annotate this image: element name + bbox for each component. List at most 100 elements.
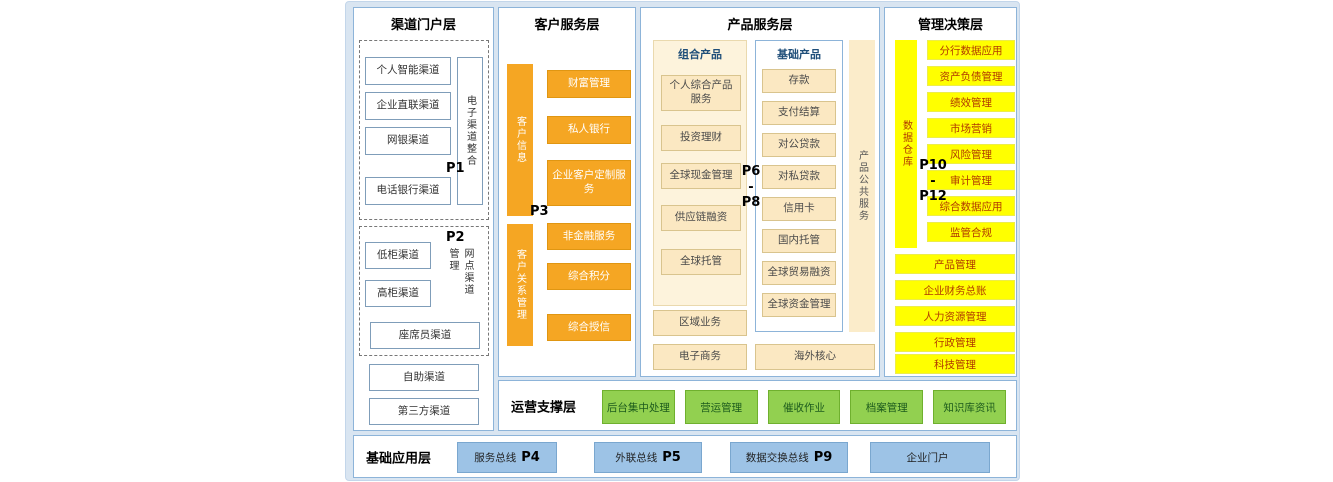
customer-service-item: 综合积分 [547, 263, 631, 290]
p2-label: P2 [446, 230, 465, 245]
channel-item: 自助渠道 [369, 364, 479, 391]
channel-item: 电话银行渠道 [365, 177, 451, 205]
mgmt-app-item: 企业财务总账 [895, 280, 1015, 300]
basic-product-item: 信用卡 [762, 197, 836, 221]
layer-basic-application: 基础应用层 服务总线 P4 外联总线 P5 数据交换总线 P9 企业门户 [353, 435, 1017, 478]
basic-product-item: 对私贷款 [762, 165, 836, 189]
customer-info-label: 客户信息 [514, 116, 526, 164]
data-app-item: 资产负债管理 [927, 66, 1015, 86]
layer-customer-service: 客户服务层 客户信息 财富管理 私人银行 企业客户定制服务 P3 客户关系管理 … [498, 7, 636, 377]
mgmt-app-item: 行政管理 [895, 332, 1015, 352]
operation-item: 档案管理 [850, 390, 924, 424]
basic-products-title: 基础产品 [777, 48, 821, 61]
channel-item: 高柜渠道 [365, 280, 431, 307]
p6-p8-label: P6 - P8 [739, 164, 763, 211]
operation-layer-title: 运营支撑层 [511, 400, 577, 415]
data-app-item: 监管合规 [927, 222, 1015, 242]
data-app-item: 绩效管理 [927, 92, 1015, 112]
mgmt-app-item: 科技管理 [895, 354, 1015, 374]
product-bottom-item: 电子商务 [653, 344, 747, 370]
p6-label: P6 [741, 164, 761, 179]
basic-product-item: 支付结算 [762, 101, 836, 125]
bus-item: 服务总线 P4 [457, 442, 557, 473]
branch-side-label: 网点渠道管理 [447, 248, 473, 296]
channel-item: 企业直联渠道 [365, 92, 451, 120]
bus-label: 服务总线 [474, 452, 517, 464]
p10-p12-label: P10 - P12 [917, 158, 949, 205]
data-app-item: 分行数据应用 [927, 40, 1015, 60]
data-app-item: 市场营销 [927, 118, 1015, 138]
operation-items-row: 后台集中处理 营运管理 催收作业 档案管理 知识库资讯 [602, 390, 1006, 424]
channel-side-label: 电子渠道整合 [464, 95, 476, 167]
p12-label: P12 [919, 189, 947, 205]
customer-service-item: 综合授信 [547, 314, 631, 341]
customer-service-item: 私人银行 [547, 116, 631, 144]
bus-label: 数据交换总线 [745, 452, 809, 464]
channel-item: 个人智能渠道 [365, 57, 451, 85]
channel-side-bar: 电子渠道整合 [457, 57, 483, 205]
basic-product-item: 全球贸易融资 [762, 261, 836, 285]
p-range-separator: - [748, 179, 754, 195]
combo-product-item: 全球现金管理 [661, 163, 741, 189]
channel-item: 网银渠道 [365, 127, 451, 155]
combo-product-item: 投资理财 [661, 125, 741, 151]
bus-label: 企业门户 [906, 452, 949, 464]
layer-channel-portal: 渠道门户层 个人智能渠道 企业直联渠道 网银渠道 电话银行渠道 电子渠道整合 P… [353, 7, 494, 431]
channel-item: 座席员渠道 [370, 322, 480, 349]
customer-info-bar: 客户信息 [507, 64, 533, 216]
data-warehouse-bar: 数据仓库 [895, 40, 917, 248]
operation-item: 后台集中处理 [602, 390, 675, 424]
branch-side-bar: 网点渠道管理 [436, 245, 484, 307]
data-app-item: 综合数据应用 [927, 196, 1015, 216]
layer-product-service: 产品服务层 组合产品 个人综合产品服务 投资理财 全球现金管理 供应链融资 全球… [640, 7, 880, 377]
customer-service-item: 财富管理 [547, 70, 631, 98]
p5-label: P5 [662, 450, 681, 465]
basic-products-panel: 基础产品 存款 支付结算 对公贷款 对私贷款 信用卡 国内托管 全球贸易融资 全… [755, 40, 843, 332]
channel-branch-group: P2 低柜渠道 高柜渠道 网点渠道管理 座席员渠道 [359, 226, 489, 356]
data-app-item: 审计管理 [927, 170, 1015, 190]
combo-product-item: 全球托管 [661, 249, 741, 275]
p1-label: P1 [446, 161, 465, 176]
layer-management-decision: 管理决策层 数据仓库 P10 - P12 分行数据应用 资产负债管理 绩效管理 … [884, 7, 1017, 377]
channel-item: 第三方渠道 [369, 398, 479, 425]
product-public-label: 产品公共服务 [856, 150, 868, 222]
p10-label: P10 [919, 158, 947, 173]
management-layer-title: 管理决策层 [917, 18, 983, 33]
bus-item: 数据交换总线 P9 [730, 442, 848, 473]
product-public-bar: 产品公共服务 [849, 40, 875, 332]
bus-item: 外联总线 P5 [594, 442, 702, 473]
customer-layer-title: 客户服务层 [534, 18, 600, 33]
combo-products-panel: 组合产品 个人综合产品服务 投资理财 全球现金管理 供应链融资 全球托管 [653, 40, 747, 306]
customer-crm-bar: 客户关系管理 [507, 224, 533, 346]
customer-crm-label: 客户关系管理 [514, 249, 526, 321]
basic-product-item: 对公贷款 [762, 133, 836, 157]
foundation-layer-title: 基础应用层 [366, 451, 432, 466]
data-warehouse-label: 数据仓库 [900, 120, 912, 168]
basic-product-item: 存款 [762, 69, 836, 93]
channel-item: 低柜渠道 [365, 242, 431, 269]
mgmt-app-item: 人力资源管理 [895, 306, 1015, 326]
data-app-item: 风险管理 [927, 144, 1015, 164]
p4-label: P4 [521, 450, 540, 465]
mgmt-app-item: 产品管理 [895, 254, 1015, 274]
p9-label: P9 [813, 450, 833, 465]
basic-product-item: 全球资金管理 [762, 293, 836, 317]
bus-label: 外联总线 [615, 452, 658, 464]
p8-label: P8 [741, 195, 761, 211]
channel-electronic-group: 个人智能渠道 企业直联渠道 网银渠道 电话银行渠道 电子渠道整合 P1 [359, 40, 489, 220]
overseas-core-item: 海外核心 [755, 344, 875, 370]
operation-item: 催收作业 [767, 390, 841, 424]
layer-operation-support: 运营支撑层 后台集中处理 营运管理 催收作业 档案管理 知识库资讯 [498, 380, 1017, 431]
p-range-separator: - [930, 173, 936, 189]
basic-product-item: 国内托管 [762, 229, 836, 253]
channel-layer-title: 渠道门户层 [390, 18, 456, 33]
bus-item: 企业门户 [870, 442, 990, 473]
customer-service-item: 企业客户定制服务 [547, 160, 631, 206]
p3-label: P3 [530, 204, 549, 219]
architecture-board: 渠道门户层 个人智能渠道 企业直联渠道 网银渠道 电话银行渠道 电子渠道整合 P… [345, 1, 1020, 481]
combo-product-item: 供应链融资 [661, 205, 741, 231]
product-layer-title: 产品服务层 [727, 18, 793, 33]
combo-products-title: 组合产品 [678, 48, 722, 61]
operation-item: 知识库资讯 [933, 390, 1006, 424]
